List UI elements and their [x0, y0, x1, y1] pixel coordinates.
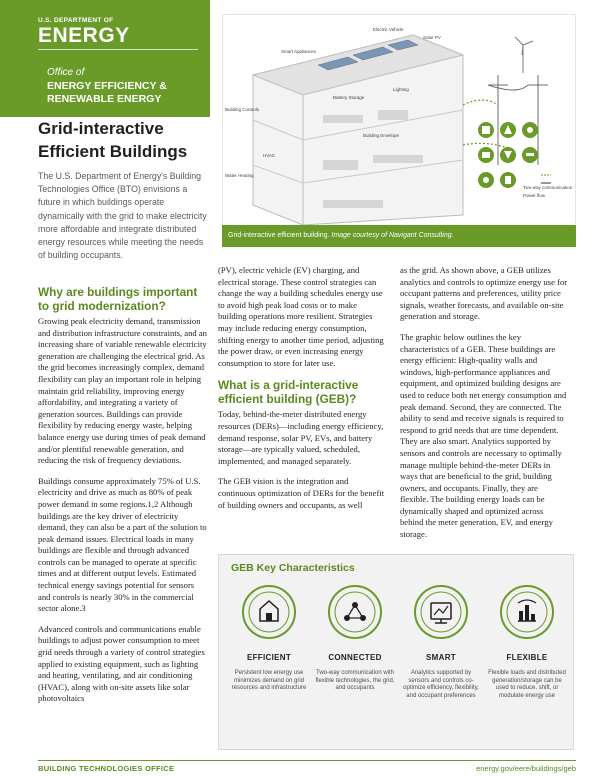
intro-paragraph: The U.S. Department of Energy's Building… — [38, 171, 207, 261]
col2-paragraph-3: The GEB vision is the integration and co… — [218, 476, 385, 510]
char-flexible-desc: Flexible loads and distributed generatio… — [488, 670, 566, 699]
illus-label-battery: Battery Storage — [333, 95, 365, 100]
illus-label-appliances: Smart Appliances — [281, 49, 317, 54]
geb-characteristics-box: GEB Key Characteristics EFFICIENT Persis… — [218, 554, 574, 750]
char-efficient: EFFICIENT Persistent low energy use mini… — [229, 583, 309, 693]
section-heading-why: Why are buildings important to grid mode… — [38, 285, 198, 313]
char-flexible: FLEXIBLE Flexible loads and distributed … — [487, 583, 567, 700]
smart-icon — [414, 585, 468, 639]
col2-paragraph-2: Today, behind-the-meter distributed ener… — [218, 409, 384, 466]
char-connected: CONNECTED Two-way communication with fle… — [315, 583, 395, 693]
char-efficient-name: EFFICIENT — [246, 653, 292, 662]
document-title-line1: Grid-interactive — [38, 119, 164, 138]
col1-paragraph-3: Advanced controls and communications ena… — [38, 623, 205, 704]
illus-label-ev: Electric Vehicle — [373, 27, 404, 32]
office-of-label: Office of — [47, 67, 85, 78]
char-flexible-name: FLEXIBLE — [506, 653, 548, 662]
section-heading-what: What is a grid-interactive efficient bui… — [218, 378, 359, 407]
char-connected-desc: Two-way communication with flexible tech… — [315, 670, 395, 692]
col3-paragraph-1: as the grid. As shown above, a GEB utili… — [400, 265, 568, 322]
building-cutaway-graphic — [251, 34, 551, 226]
col2-paragraph-1: (PV), electric vehicle (EV) charging, an… — [218, 265, 384, 368]
illus-label-water-heating: Water Heating — [225, 173, 254, 178]
illus-legend-power: Power flow — [523, 193, 546, 198]
document-title-line2: Efficient Buildings — [38, 142, 188, 161]
office-name-line1: ENERGY EFFICIENCY & — [47, 80, 167, 92]
column-1: Why are buildings important to grid mode… — [38, 285, 208, 714]
caption-credit: Image courtesy of Navigant Consulting. — [331, 232, 454, 239]
illus-label-solar: Solar PV — [423, 35, 441, 40]
col1-paragraph-2: Buildings consume approximately 75% of U… — [38, 475, 207, 614]
doe-department-label: U.S. DEPARTMENT OF — [38, 17, 114, 24]
col1-paragraph-1: Growing peak electricity demand, transmi… — [38, 316, 207, 466]
char-smart: SMART Analytics supported by sensors and… — [401, 583, 481, 700]
caption-text: Grid-interactive efficient building. — [228, 232, 330, 239]
geb-box-title: GEB Key Characteristics — [231, 562, 355, 574]
illus-label-envelope: Building Envelope — [363, 133, 400, 138]
char-connected-name: CONNECTED — [328, 653, 382, 662]
footer-url-link[interactable]: energy.gov/eere/buildings/geb — [476, 764, 576, 773]
building-illustration: Smart Appliances Electric Vehicle Solar … — [222, 14, 576, 246]
office-name-line2: RENEWABLE ENERGY — [47, 93, 162, 105]
flexible-icon — [500, 585, 554, 639]
efficient-icon — [242, 585, 296, 639]
char-smart-desc: Analytics supported by sensors and contr… — [403, 670, 479, 699]
column-3: as the grid. As shown above, a GEB utili… — [400, 265, 568, 550]
illustration-caption: Grid-interactive efficient building. Ima… — [222, 225, 576, 247]
illus-legend-communication: Two-way communication — [523, 185, 573, 190]
footer-divider — [38, 760, 576, 761]
char-smart-name: SMART — [426, 653, 456, 662]
illus-label-hvac: HVAC — [263, 153, 276, 158]
doe-brand-block: U.S. DEPARTMENT OF ENERGY Office of ENER… — [0, 0, 210, 117]
connected-icon — [328, 585, 382, 639]
char-efficient-desc: Persistent low energy use minimizes dema… — [231, 670, 307, 692]
illus-label-lighting: Lighting — [393, 87, 409, 92]
brand-divider — [38, 49, 198, 50]
illus-label-controls: Building Controls — [225, 107, 260, 112]
column-2: (PV), electric vehicle (EV) charging, an… — [218, 265, 386, 520]
footer-office-name: BUILDING TECHNOLOGIES OFFICE — [38, 764, 175, 773]
doe-logo-text: ENERGY — [38, 24, 130, 47]
col3-paragraph-2: The graphic below outlines the key chara… — [400, 331, 567, 540]
